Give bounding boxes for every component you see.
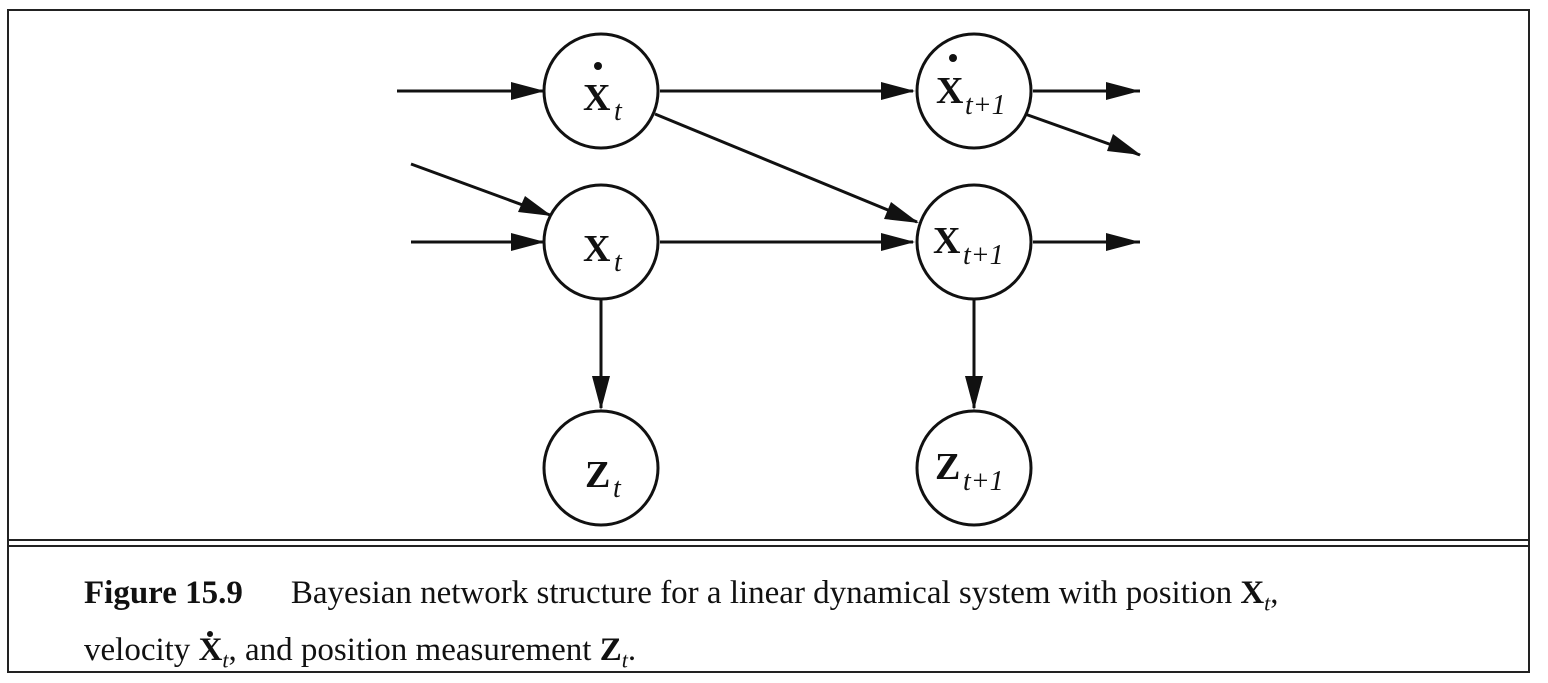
velocity-subscript: t <box>222 647 229 673</box>
caption-divider-bottom <box>7 545 1530 547</box>
arrowhead <box>884 202 919 223</box>
svg-text:t: t <box>614 96 623 127</box>
node-xdot-t1 <box>915 32 1033 150</box>
svg-text:t: t <box>614 247 623 278</box>
svg-text:t+1: t+1 <box>963 466 1004 497</box>
node-z-t <box>542 409 660 527</box>
node-z-t1 <box>915 409 1033 527</box>
arrowhead <box>518 196 552 216</box>
position-subscript: t <box>1264 590 1271 616</box>
svg-text:X: X <box>583 228 610 270</box>
node-x-t <box>542 183 660 301</box>
svg-text:X: X <box>583 77 610 119</box>
bayesian-network-diagram: X t X t+1 X t X t+1 Z t Z t+1 <box>397 32 1141 527</box>
nodes <box>542 32 1033 527</box>
arrowhead <box>511 233 545 251</box>
position-symbol: X <box>1240 575 1265 611</box>
caption-text-1: Bayesian network structure for a linear … <box>290 575 1241 611</box>
measurement-subscript: t <box>621 647 628 673</box>
figure-frame <box>7 9 1530 673</box>
svg-text:t+1: t+1 <box>965 90 1006 121</box>
svg-text:Z: Z <box>935 446 960 488</box>
arrowhead <box>1106 82 1140 100</box>
arrowhead <box>592 376 610 410</box>
node-x-t1 <box>915 183 1033 301</box>
arrowheads <box>511 82 1141 410</box>
caption-text-4: , and position measurement <box>228 631 600 668</box>
node-label-x-t: X t <box>583 228 623 278</box>
caption-divider-top <box>7 539 1530 541</box>
arrowhead <box>881 82 915 100</box>
caption-text-2: , <box>1270 575 1279 611</box>
caption-text-5: . <box>627 631 637 668</box>
arrowhead <box>965 376 983 410</box>
node-label-xdot-t: X t <box>583 62 623 127</box>
svg-text:t+1: t+1 <box>963 240 1004 271</box>
node-label-x-t1: X t+1 <box>933 220 1004 271</box>
svg-text:X: X <box>933 220 960 262</box>
svg-text:X: X <box>936 70 963 112</box>
velocity-symbol: X <box>199 627 222 673</box>
arrowhead <box>1106 233 1140 251</box>
node-label-z-t1: Z t+1 <box>935 446 1004 497</box>
arrowhead <box>1107 134 1141 155</box>
measurement-symbol: Z <box>599 631 622 668</box>
arrowhead <box>511 82 545 100</box>
figure-caption: Figure 15.9 Bayesian network structure fo… <box>84 570 1504 683</box>
arrowhead <box>881 233 915 251</box>
caption-text-3: velocity <box>84 631 199 668</box>
edge-xdot-t-to-x-t1 <box>654 112 918 224</box>
node-label-xdot-t1: X t+1 <box>936 54 1006 121</box>
svg-text:t: t <box>613 473 622 504</box>
figure-number: Figure 15.9 <box>84 575 243 611</box>
svg-text:Z: Z <box>585 454 610 496</box>
node-label-z-t: Z t <box>585 454 622 504</box>
node-xdot-t <box>542 32 660 150</box>
